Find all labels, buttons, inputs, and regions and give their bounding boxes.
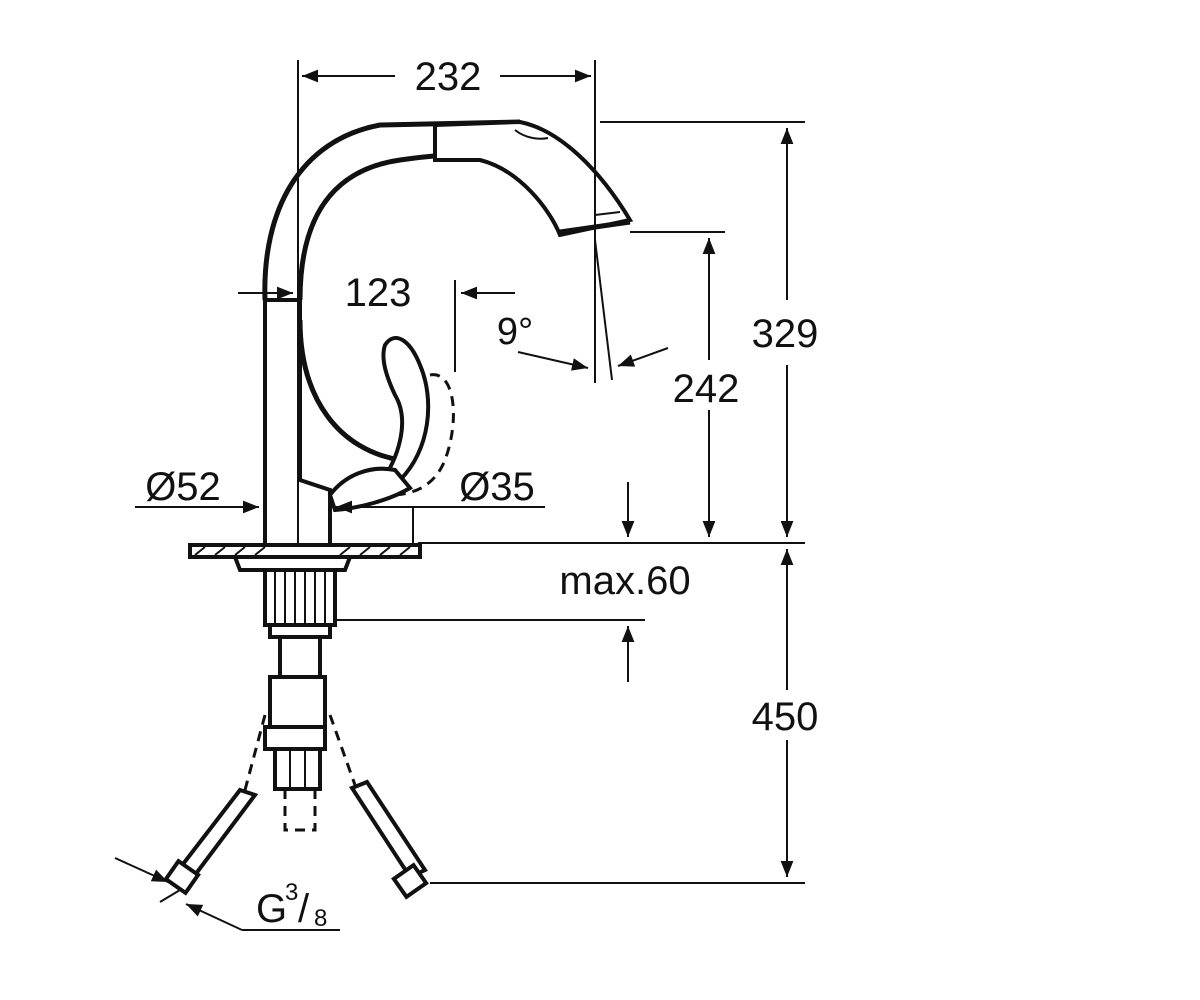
label-123: 123 — [345, 271, 412, 315]
dim-450: 450 — [430, 549, 819, 884]
dim-329: 329 — [418, 121, 819, 544]
label-450: 450 — [752, 695, 819, 739]
dim-232: 232 — [297, 55, 596, 545]
label-9deg: 9° — [497, 311, 533, 353]
label-d52: Ø52 — [145, 465, 221, 509]
label-g38: G 3 / 8 — [256, 879, 327, 932]
label-329: 329 — [752, 312, 819, 356]
faucet-body — [163, 119, 634, 900]
label-232: 232 — [415, 55, 482, 99]
label-242: 242 — [673, 367, 740, 411]
dim-123: 123 — [238, 271, 515, 372]
dim-d52: Ø52 — [135, 465, 259, 514]
dim-242: 242 — [630, 231, 740, 537]
label-d35: Ø35 — [459, 465, 535, 509]
label-max60: max.60 — [559, 559, 690, 603]
dim-d35: Ø35 — [336, 465, 545, 545]
dim-g38: G 3 / 8 — [114, 857, 340, 932]
dim-max60: max.60 — [335, 482, 691, 682]
dim-angle: 9° — [497, 239, 669, 381]
